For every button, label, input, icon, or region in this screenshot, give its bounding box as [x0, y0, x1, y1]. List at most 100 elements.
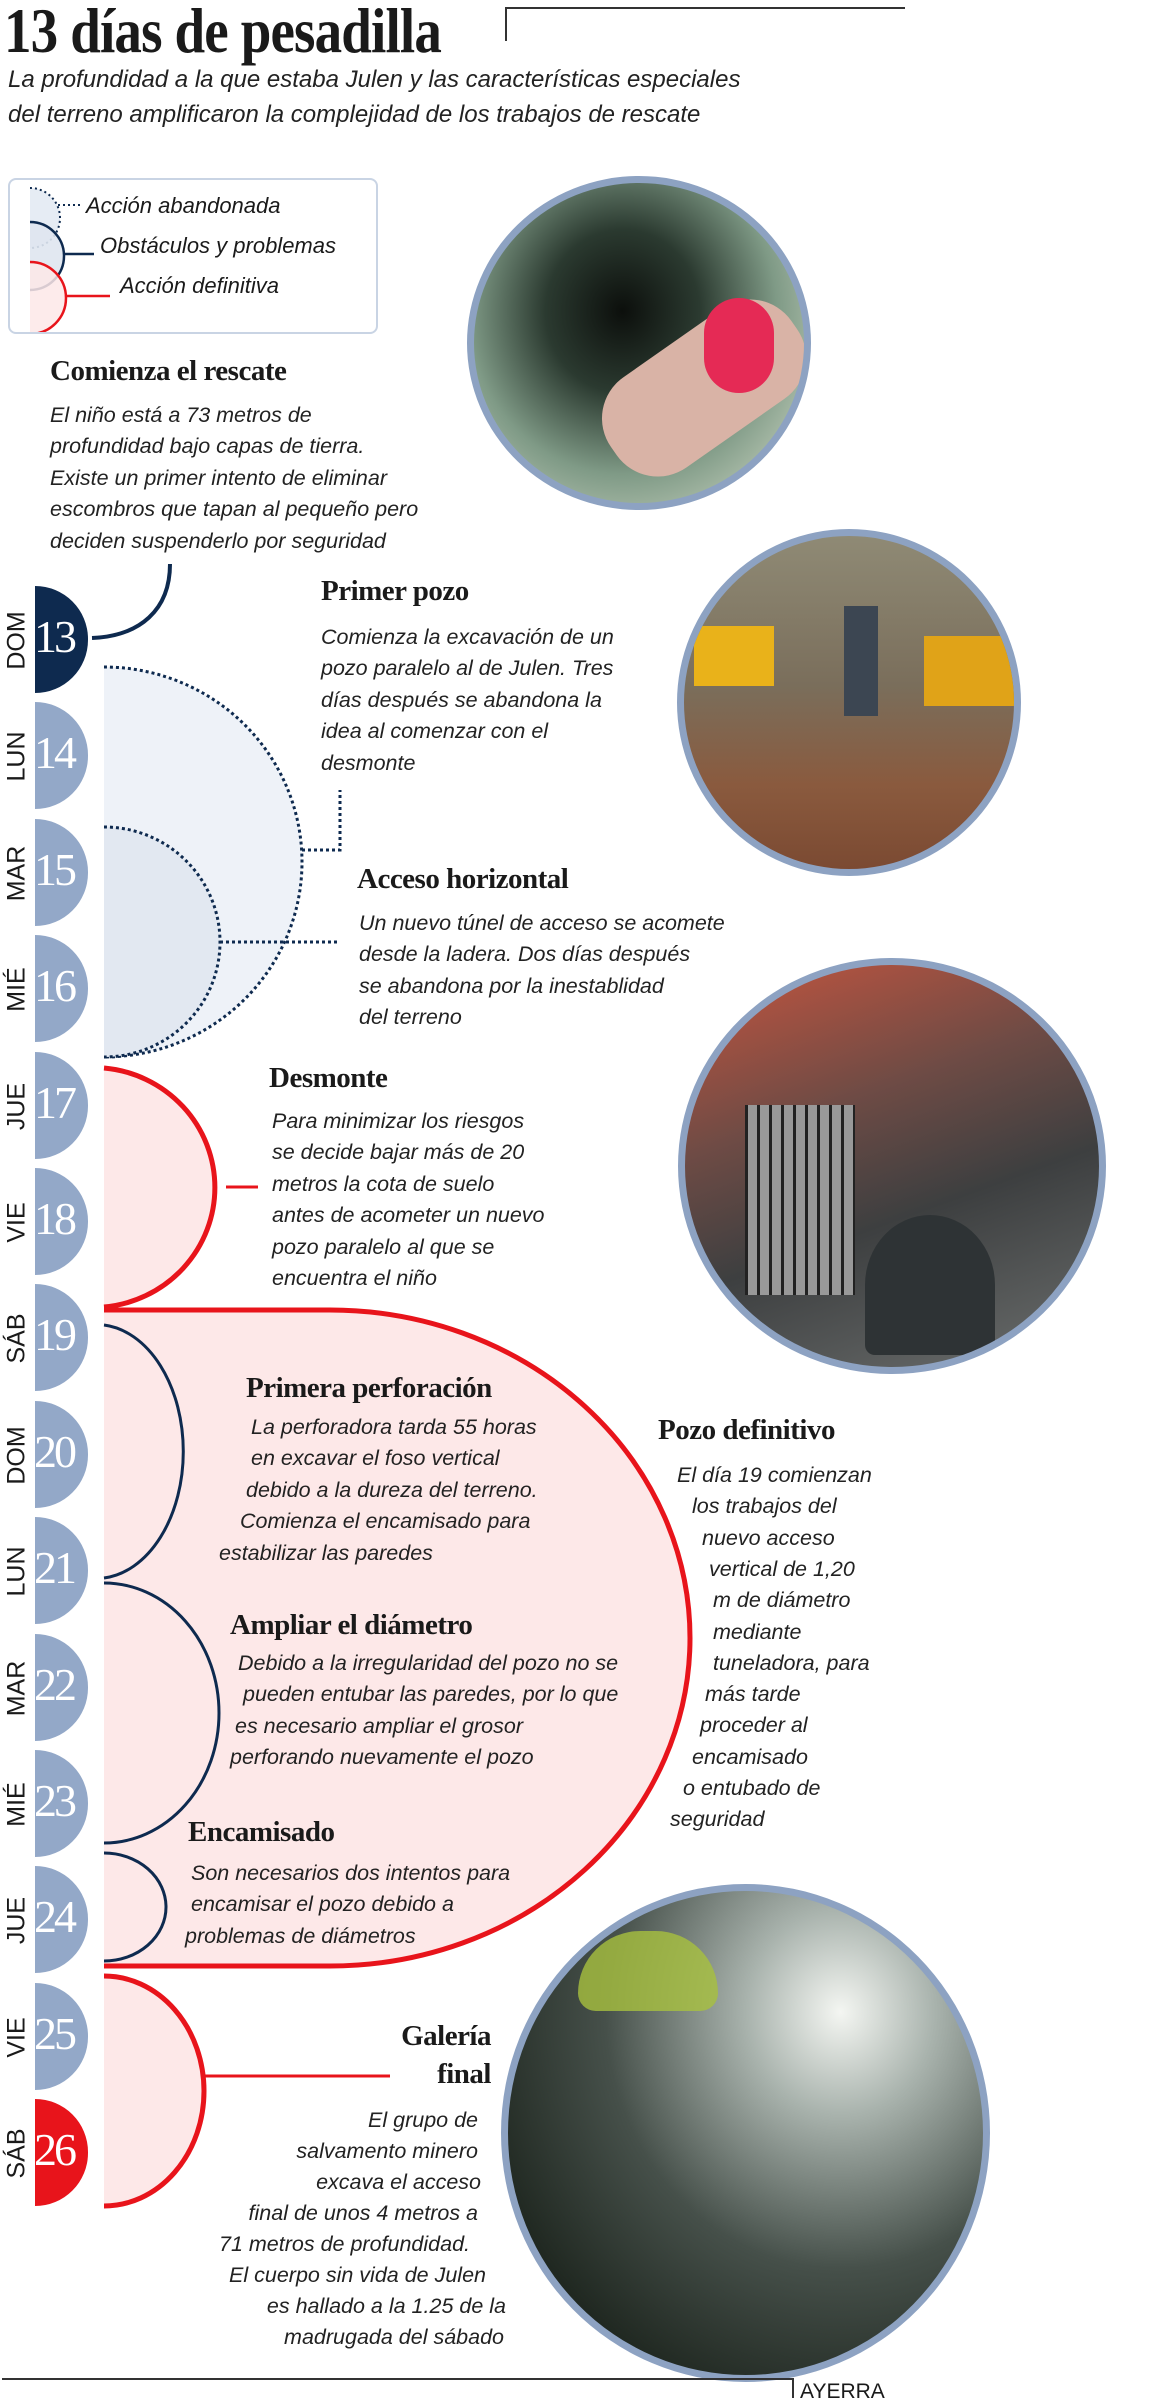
photo-watch [704, 298, 774, 393]
day-weekday: JUE [2, 1082, 31, 1130]
event-title-acceso: Acceso horizontal [357, 863, 569, 895]
desmonte-shape [103, 1065, 218, 1310]
event-text-line: perforando nuevamente el pozo [230, 1745, 534, 1770]
event-text-line: o entubado de [683, 1776, 821, 1800]
day-number: 22 [34, 1658, 77, 1710]
event-text-line: encamisar el pozo debido a [191, 1892, 454, 1917]
start-connector [91, 563, 172, 640]
credit: AYERRA [800, 2380, 885, 2403]
photo-bulldozer [694, 626, 774, 686]
event-text-line: desde la ladera. Dos días después [359, 942, 691, 967]
event-text-line: encamisado [692, 1744, 808, 1769]
event-text-line: vertical de 1,20 [709, 1556, 855, 1581]
day-weekday: VIE [2, 1202, 31, 1243]
event-text-line: problemas de diámetros [185, 1923, 416, 1948]
abandoned-primer-pozo-connector [302, 790, 342, 852]
day-number: 14 [34, 727, 77, 779]
day-weekday: DOM [2, 611, 31, 670]
event-text-line: Existe un primer intento de eliminar [50, 465, 387, 490]
event-text-line: seguridad [670, 1807, 765, 1832]
event-text-line: El grupo de [368, 2108, 478, 2132]
day-marker: 21 LUN [0, 1517, 100, 1625]
event-text-line: metros la cota de suelo [272, 1171, 495, 1196]
day-number: 26 [34, 2124, 77, 2176]
day-weekday: LUN [2, 1546, 31, 1597]
day-marker: 17 JUE [0, 1051, 100, 1159]
subtitle-line: del terreno amplificaron la complejidad … [8, 101, 701, 128]
event-text-line: más tarde [705, 1682, 801, 1707]
legend: Acción abandonada Obstáculos y problemas… [8, 178, 378, 334]
event-text-line: El cuerpo sin vida de Julen [229, 2263, 486, 2287]
day-number: 20 [34, 1425, 77, 1477]
day-marker: 15 MAR [0, 818, 100, 926]
event-text-line: desmonte [321, 750, 416, 775]
day-number: 21 [34, 1542, 77, 1594]
photo-tube [865, 1215, 995, 1355]
day-number: 24 [34, 1891, 77, 1943]
galeria-shape [103, 1973, 207, 2209]
day-marker: 20 DOM [0, 1400, 100, 1508]
day-marker: 13 DOM [0, 586, 100, 693]
event-text-line: debido a la dureza del terreno. [246, 1477, 538, 1502]
day-number: 19 [34, 1309, 77, 1361]
legend-obstacles: Obstáculos y problemas [100, 233, 336, 258]
legend-abandoned: Acción abandonada [86, 193, 281, 218]
event-text-line: es necesario ampliar el grosor [235, 1713, 523, 1738]
event-text-line: excava el acceso [316, 2170, 481, 2194]
day-marker: 24 JUE [0, 1866, 100, 1974]
event-text-line: m de diámetro [713, 1588, 851, 1613]
photo-helmet [578, 1931, 718, 2011]
event-title-ampliar: Ampliar el diámetro [230, 1609, 473, 1641]
event-text-line: El día 19 comienzan [677, 1463, 872, 1487]
day-marker: 19 SÁB [0, 1284, 100, 1392]
photo-well-hole [467, 176, 811, 510]
photo-tube [844, 606, 878, 716]
subtitle-line: La profundidad a la que estaba Julen y l… [8, 66, 741, 93]
event-text-line: se abandona por la inestablidad [359, 973, 664, 998]
event-title-galeria-1: Galería [401, 2020, 491, 2052]
event-text-line: escombros que tapan al pequeño pero [50, 497, 419, 522]
event-text-line: Comienza el encamisado para [240, 1509, 531, 1534]
ampliar-arc [103, 1581, 221, 1845]
event-text-line: profundidad bajo capas de tierra. [50, 434, 365, 459]
event-title-pozo-definitivo: Pozo definitivo [658, 1414, 835, 1446]
event-text-line: es hallado a la 1.25 de la [266, 2294, 506, 2318]
day-weekday: JUE [2, 1897, 31, 1945]
legend-symbols-icon [29, 187, 110, 332]
event-text-line: estabilizar las paredes [219, 1540, 433, 1565]
event-text-line: del terreno [359, 1005, 462, 1030]
event-text-line: madrugada del sábado [284, 2325, 504, 2349]
event-text-line: nuevo acceso [702, 1525, 835, 1550]
day-number: 13 [34, 611, 77, 662]
legend-definitive: Acción definitiva [120, 273, 279, 298]
event-text-line: 71 metros de profundidad. [219, 2232, 470, 2256]
event-title-galeria-2: final [437, 2058, 491, 2090]
event-title-encamisado: Encamisado [188, 1816, 335, 1848]
day-number: 16 [34, 960, 77, 1012]
day-weekday: MAR [2, 845, 31, 902]
day-marker: 16 MIÉ [0, 935, 100, 1043]
day-weekday: SÁB [2, 1313, 31, 1364]
event-title-desmonte: Desmonte [269, 1062, 388, 1094]
event-text-line: salvamento minero [296, 2139, 478, 2163]
day-number: 17 [34, 1076, 77, 1128]
footer-rule [2, 2378, 792, 2380]
event-text-line: pueden entubar las paredes, por lo que [243, 1682, 619, 1707]
day-weekday: LUN [2, 731, 31, 782]
perforacion-arc [103, 1323, 185, 1580]
event-text-line: mediante [713, 1619, 802, 1644]
photo-excavation [677, 529, 1021, 876]
day-marker: 14 LUN [0, 702, 100, 810]
event-text-line: Un nuevo túnel de acceso se acomete [359, 911, 725, 935]
event-text-line: encuentra el niño [272, 1266, 437, 1290]
event-text-line: pozo paralelo al que se [272, 1234, 495, 1259]
photo-cage [745, 1105, 855, 1295]
event-text-line: pozo paralelo al de Julen. Tres [321, 656, 614, 681]
page-title: 13 días de pesadilla [4, 0, 442, 66]
title-rule [505, 7, 905, 9]
event-text-line: deciden suspenderlo por seguridad [50, 528, 386, 553]
event-text-line: proceder al [700, 1713, 808, 1738]
event-text-line: días después se abandona la [321, 687, 602, 712]
day-number: 15 [34, 843, 77, 895]
